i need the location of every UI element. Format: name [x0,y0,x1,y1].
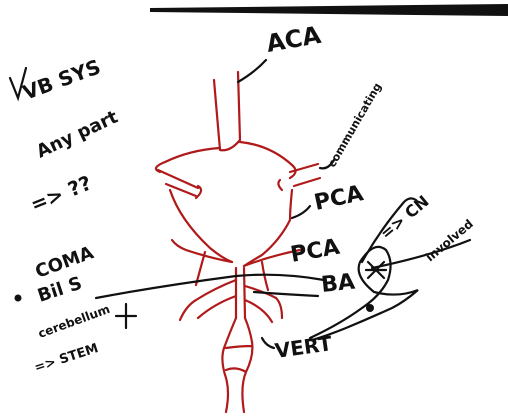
label-vert: VERT [273,331,333,363]
circle-of-willis [156,142,296,178]
cerebellum-cross [116,304,136,328]
lesion-star [366,262,386,278]
lesion-dot [366,304,374,312]
label-system: VB SYS [20,54,104,104]
label-aca: ACA [264,21,323,58]
aca-artery [214,72,240,150]
right-communicating-branch [278,164,320,190]
label-pca-upper: PCA [312,181,365,216]
vert-pointer [262,338,274,348]
aca-pointer [238,60,266,82]
top-edge-bar [150,4,508,16]
label-communicating: communicating [325,81,384,170]
label-cn: => CN [376,192,432,244]
left-bullet-dot [15,295,22,302]
label-pca-lower: PCA [289,235,342,268]
left-communicating-branch [158,170,201,198]
vertebral-arteries [222,318,252,412]
label-arrow-note: => ?? [27,171,95,217]
label-ba: BA [320,270,356,298]
label-cerebellum: cerebellum [36,302,112,341]
label-any-part: Any part [33,106,121,162]
right-pcom [244,190,292,266]
label-stem: => STEM [33,341,101,376]
pca-upper-pointer [292,206,310,218]
ba-line-lower [254,292,318,296]
left-pcom [170,190,232,262]
